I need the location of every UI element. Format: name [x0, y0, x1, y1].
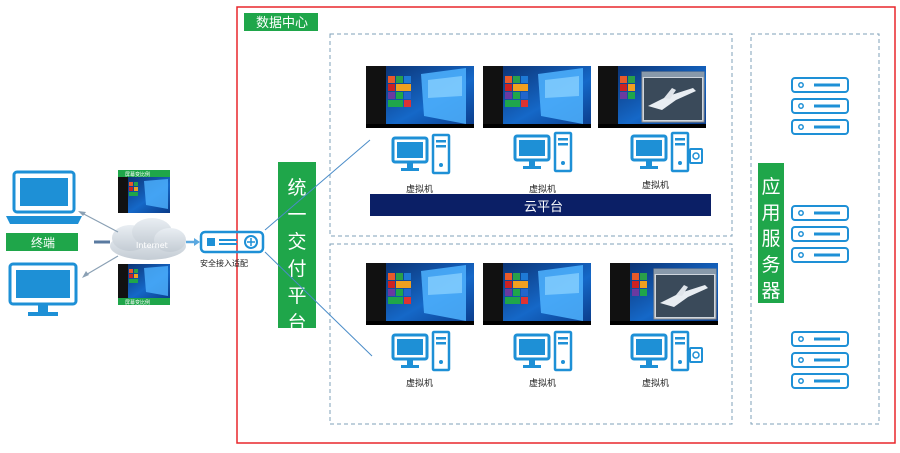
internet-cloud-icon	[110, 218, 186, 260]
screen-thumb-caption-bottom: 屏幕变比例	[125, 299, 150, 306]
vm-desktop-screenshot	[609, 262, 719, 326]
delivery-platform-tag	[278, 162, 316, 328]
vm-computer-icon	[391, 330, 451, 372]
vm-group-upper-border	[329, 33, 733, 237]
app-server-char: 器	[761, 280, 780, 302]
app-server-char: 服	[761, 228, 780, 250]
app-server-char: 应	[761, 176, 780, 198]
vm-computer-icon	[391, 133, 451, 175]
datacenter-border	[236, 6, 896, 444]
desktop-monitor-icon	[8, 262, 78, 316]
arrowhead	[82, 271, 89, 278]
vm-computer-icon	[513, 131, 573, 173]
app-server-label: 应 用 服 务 器	[761, 176, 780, 302]
screen-thumbnail	[118, 264, 170, 300]
terminal-tag	[6, 233, 78, 251]
arrowhead	[194, 238, 200, 246]
laptop-icon	[6, 170, 82, 224]
screen-thumb-caption-top: 屏幕变比例	[125, 171, 150, 178]
cloud-platform-bar	[370, 194, 711, 216]
screen-thumbnail	[118, 177, 170, 213]
server-rack-icon	[791, 77, 849, 135]
vm-desktop-screenshot	[483, 263, 591, 325]
vm-group-lower-border	[329, 243, 733, 425]
delivery-char: 统	[287, 177, 306, 199]
vm-label: 虚拟机	[642, 377, 669, 389]
server-rack-icon	[791, 205, 849, 263]
delivery-char: 平	[287, 285, 306, 307]
vm-computer-icon	[630, 330, 704, 372]
vm-desktop-screenshot	[366, 66, 474, 128]
server-rack-icon	[791, 331, 849, 389]
vm-label: 虚拟机	[642, 179, 669, 191]
delivery-char: 付	[287, 258, 306, 280]
app-server-char: 用	[761, 202, 780, 224]
arrow-to-laptop	[79, 211, 119, 233]
vm-label: 虚拟机	[406, 377, 433, 389]
vm-label: 虚拟机	[406, 183, 433, 195]
app-server-char: 务	[761, 254, 780, 276]
datacenter-tag	[244, 13, 318, 31]
delivery-platform-label: 统 一 交 付 平 台	[287, 177, 306, 334]
internet-label: Internet	[136, 241, 168, 250]
app-server-tag	[758, 163, 784, 303]
delivery-char: 交	[287, 231, 306, 253]
terminal-label: 终端	[31, 235, 55, 250]
gateway-label: 安全接入适配	[200, 258, 248, 268]
vm-computer-icon	[630, 131, 704, 173]
vm-desktop-screenshot	[483, 66, 591, 128]
vm-computer-icon	[513, 330, 573, 372]
vm-label: 虚拟机	[529, 377, 556, 389]
datacenter-title: 数据中心	[256, 16, 308, 31]
vm-label: 虚拟机	[529, 183, 556, 195]
screen-thumb-caption-bar	[118, 170, 170, 177]
arrow-to-desktop	[83, 255, 119, 277]
security-gateway-icon	[199, 230, 265, 254]
vm-desktop-screenshot	[366, 263, 474, 325]
arrowhead	[78, 211, 86, 216]
connector-line	[264, 139, 371, 231]
connector-line	[264, 251, 373, 357]
app-server-group-border	[750, 33, 880, 425]
delivery-char: 台	[287, 312, 306, 334]
screen-thumb-caption-bar	[118, 298, 170, 305]
delivery-char: 一	[287, 204, 306, 226]
cloud-platform-label: 云平台	[524, 200, 563, 215]
vm-desktop-screenshot	[597, 65, 707, 129]
